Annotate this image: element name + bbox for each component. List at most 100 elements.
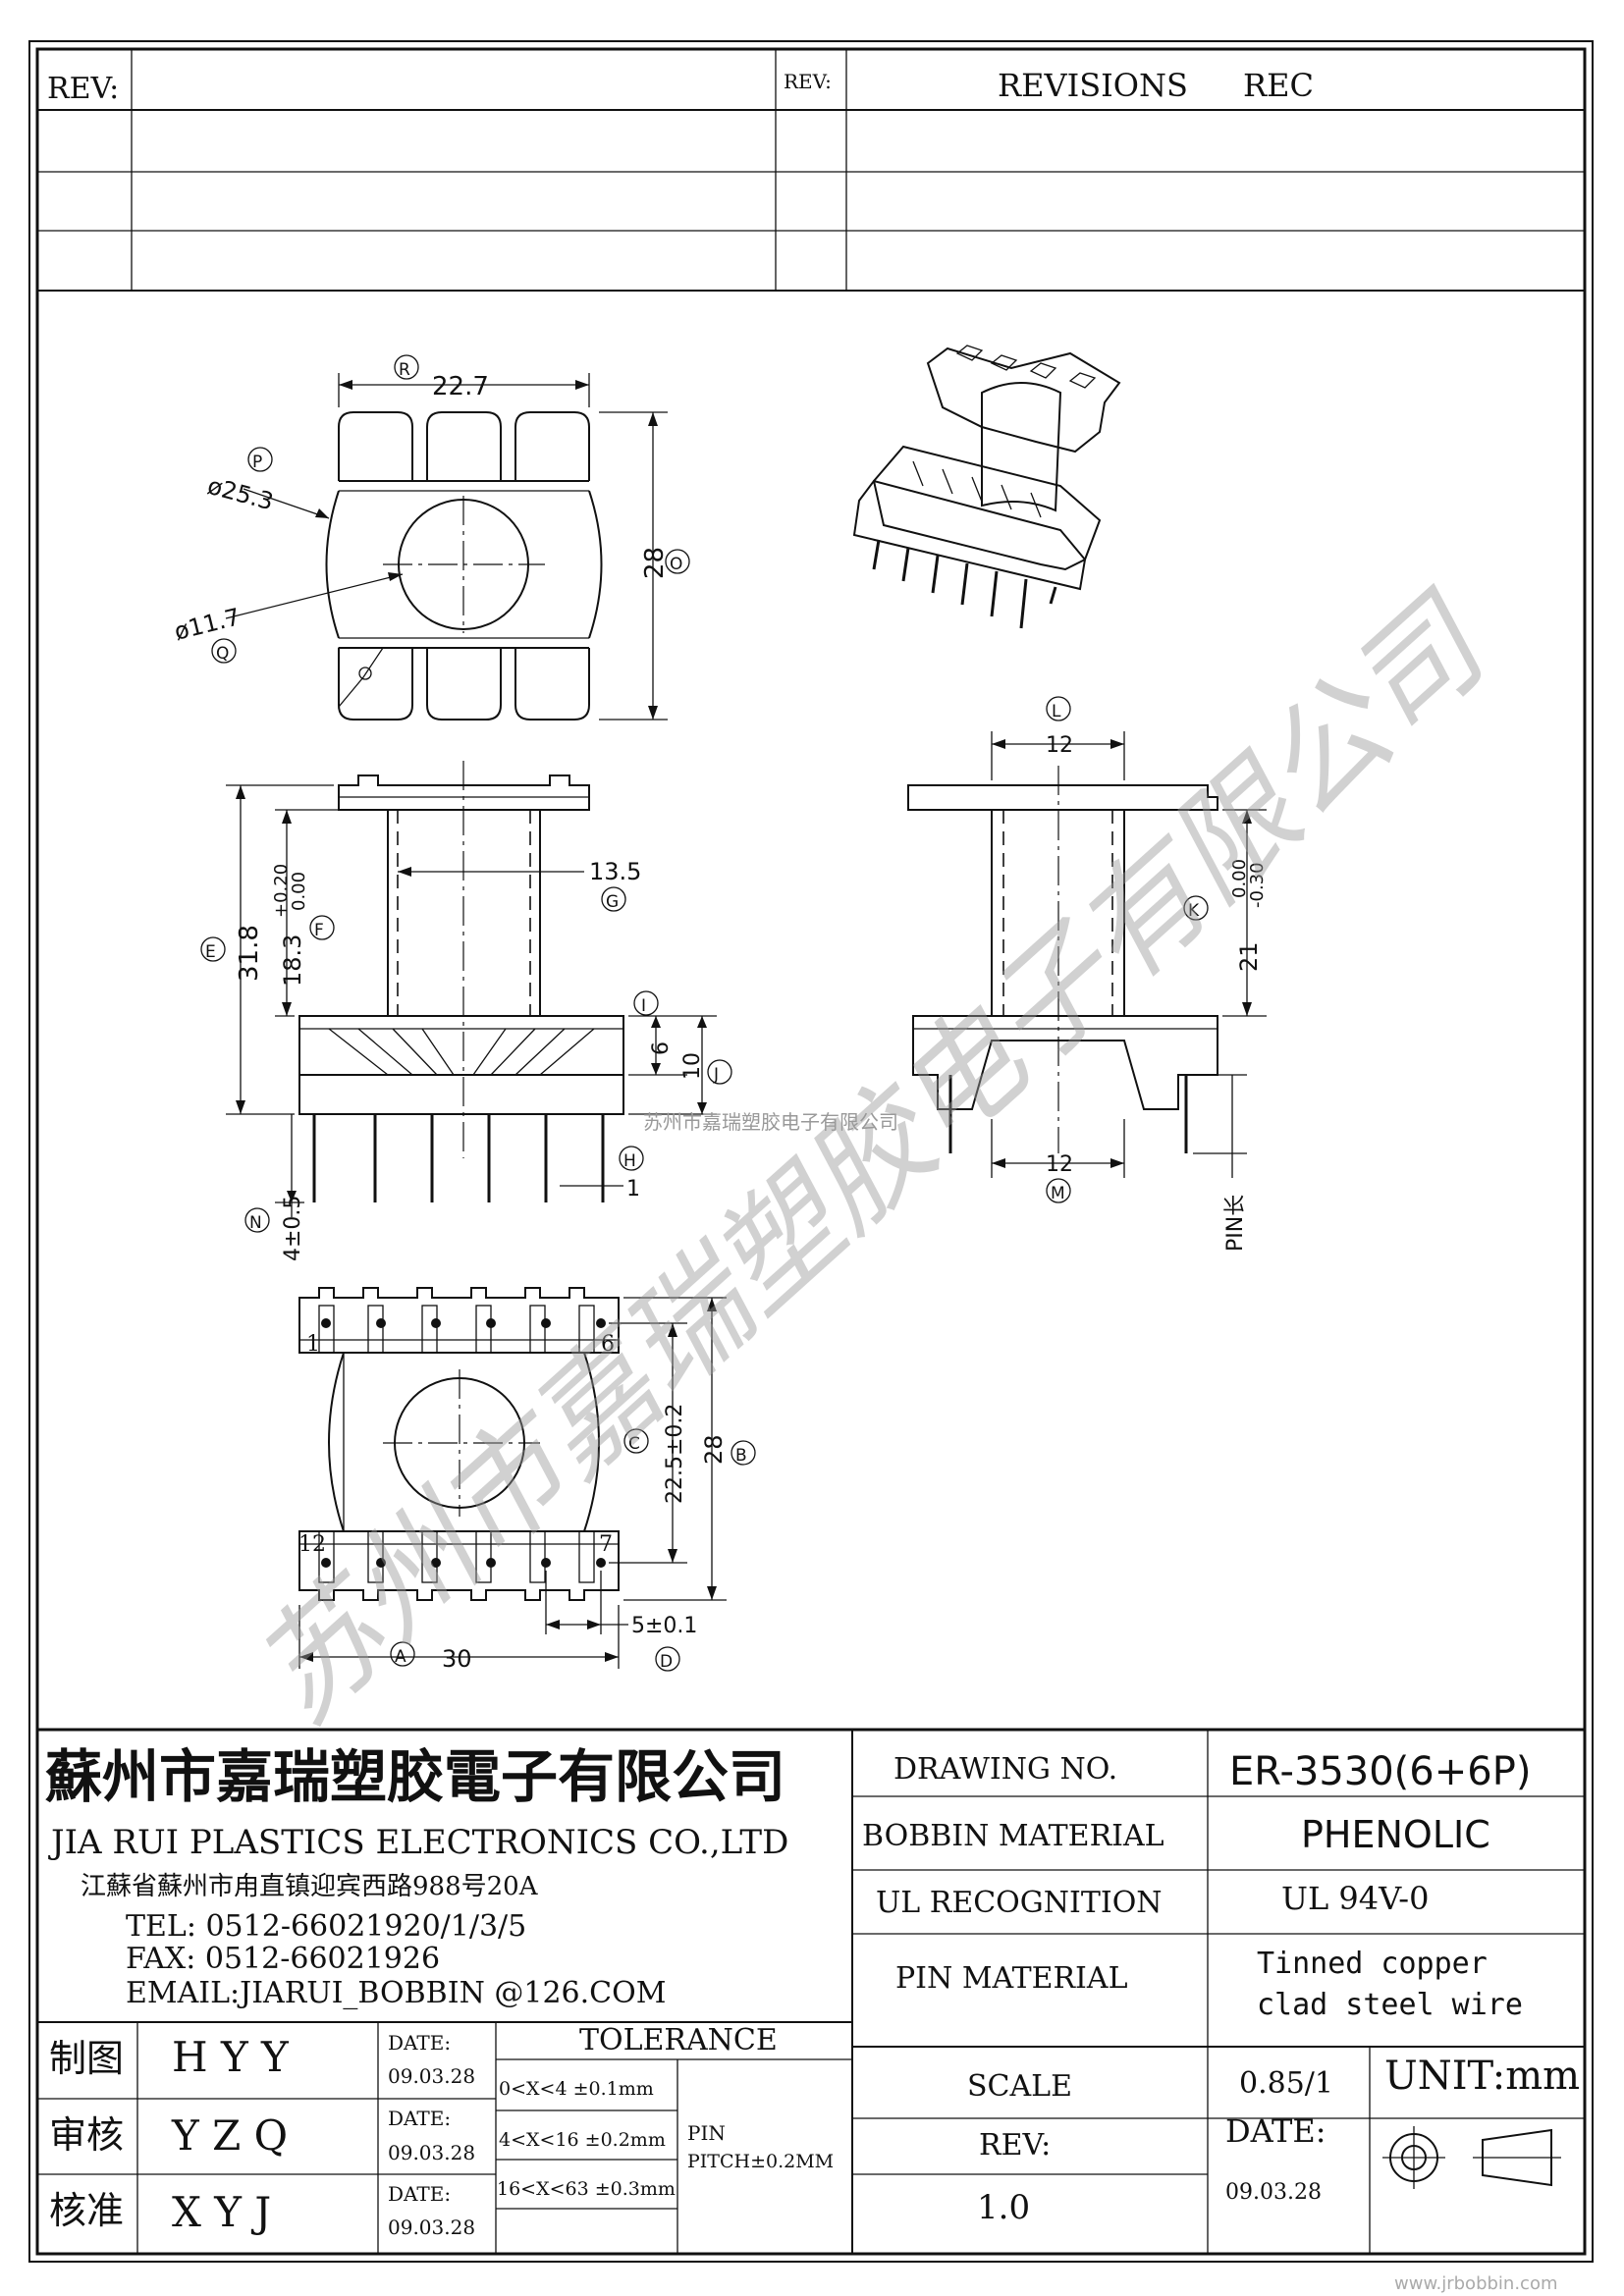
sheet-inner-border <box>35 47 1587 2256</box>
side-dim-height-tol-dn: -0.30 <box>1247 862 1268 908</box>
tolerance-row-2: 4<X<16 ±0.2mm <box>499 2129 666 2151</box>
drawing-no-label: DRAWING NO. <box>893 1752 1117 1787</box>
bottom-dim-height-tag: B <box>735 1446 747 1466</box>
isometric-view <box>852 345 1121 629</box>
front-dim-center: 13.5 <box>589 858 641 885</box>
role-drawn: 制图 <box>49 2037 124 2080</box>
rev-label-left: REV: <box>47 72 119 106</box>
date-label-checked: DATE: <box>388 2107 451 2130</box>
front-dim-window-tol-up: +0.20 <box>271 864 292 918</box>
pin-pitch: PITCH±0.2MM <box>687 2151 834 2172</box>
pin-12-label: 12 <box>298 1532 326 1557</box>
rev-value: 1.0 <box>977 2188 1030 2227</box>
drawing-no-value: ER-3530(6+6P) <box>1229 1749 1531 1794</box>
unit-label: UNIT:mm <box>1384 2054 1580 2099</box>
bottom-dim-height: 28 <box>700 1434 728 1465</box>
top-dim-height-tag: O <box>670 555 682 574</box>
date-checked: 09.03.28 <box>388 2141 475 2164</box>
front-dim-base-10: 10 <box>680 1052 705 1080</box>
pin-7-label: 7 <box>599 1532 613 1557</box>
pin-1-label: 1 <box>306 1332 320 1357</box>
side-dim-bottom: 12 <box>1046 1152 1073 1177</box>
side-dim-height-tol-up: 0.00 <box>1229 859 1250 898</box>
company-en: JIA RUI PLASTICS ELECTRONICS CO.,LTD <box>48 1823 788 1862</box>
front-dim-window-tag: F <box>314 921 324 940</box>
date-drawn: 09.03.28 <box>388 2064 475 2088</box>
bottom-dim-pitch: 5±0.1 <box>631 1614 697 1638</box>
top-dim-height: 28 <box>640 547 670 579</box>
front-dim-base-6: 6 <box>649 1041 674 1055</box>
front-dim-base-6-tag: I <box>641 996 646 1016</box>
top-dim-outer-dia: ø25.3 <box>204 472 276 516</box>
front-dim-pin: 4±0.5 <box>281 1196 305 1261</box>
side-dim-top: 12 <box>1046 733 1073 758</box>
front-dim-window: 18.3 <box>279 934 306 987</box>
revision-block: REV: REV: REVISIONS REC <box>37 49 1585 292</box>
sheet-outer-border <box>28 40 1594 2263</box>
side-dim-height-tag: K <box>1188 901 1200 921</box>
tolerance-row-3: 16<X<63 ±0.3mm <box>497 2178 676 2200</box>
scale-label: SCALE <box>967 2069 1072 2104</box>
top-dim-outer-dia-tag: P <box>252 453 262 472</box>
side-dim-top-tag: L <box>1052 702 1061 721</box>
company-fax: FAX: 0512-66021926 <box>126 1942 440 1976</box>
name-checked: Y Z Q <box>171 2111 288 2160</box>
bottom-dim-pitch-tag: D <box>660 1652 673 1672</box>
side-dim-bottom-tag: M <box>1051 1184 1065 1203</box>
ul-value: UL 94V-0 <box>1281 1880 1429 1917</box>
front-dim-base-10-tag: J <box>713 1065 719 1085</box>
bobbin-material-value: PHENOLIC <box>1301 1813 1490 1856</box>
pin-material-label: PIN MATERIAL <box>895 1961 1128 1996</box>
front-dim-total: 31.8 <box>235 925 264 982</box>
company-cn: 蘇州市嘉瑞塑胶電子有限公司 <box>45 1743 785 1810</box>
center-mark-text: 苏州市嘉瑞塑胶电子有限公司 <box>643 1110 898 1134</box>
company-address: 江蘇省蘇州市甪直镇迎宾西路988号20A <box>81 1872 539 1901</box>
rev-label-right: REV: <box>784 70 832 93</box>
date-label-approved: DATE: <box>388 2182 451 2206</box>
front-dim-total-tag: E <box>205 942 216 962</box>
top-dim-inner-dia: ø11.7 <box>172 603 244 646</box>
date-label: DATE: <box>1225 2112 1326 2150</box>
watermark: 苏州市嘉瑞塑胶电子有限公司 <box>229 569 1518 1749</box>
role-approved: 核准 <box>49 2189 124 2232</box>
front-dim-pin-tag: N <box>249 1213 262 1233</box>
side-dim-height: 21 <box>1235 941 1263 972</box>
front-dim-window-tol-dn: 0.00 <box>289 872 309 911</box>
rec-label: REC <box>1243 67 1314 104</box>
side-pin-len-label: PIN长 <box>1223 1195 1248 1252</box>
bottom-dim-width: 30 <box>442 1645 472 1673</box>
pin-material-line1: Tinned copper <box>1257 1947 1488 1981</box>
front-dim-pin-w-tag: H <box>623 1151 636 1171</box>
bottom-dim-width-tag: A <box>395 1647 406 1667</box>
title-block: 蘇州市嘉瑞塑胶電子有限公司 JIA RUI PLASTICS ELECTRONI… <box>37 1728 1585 2254</box>
side-view: 12 L 12 M 21 0.00 -0.30 K PIN长 <box>907 696 1268 1252</box>
tolerance-label: TOLERANCE <box>579 2023 778 2057</box>
name-approved: X Y J <box>172 2188 271 2236</box>
bottom-dim-row-tag: C <box>628 1434 640 1454</box>
front-view: 31.8 E 18.3 +0.20 0.00 F 13.5 G 6 10 I J <box>200 761 732 1261</box>
projection-symbol-icon <box>1382 2126 1561 2189</box>
revisions-label: REVISIONS <box>998 67 1188 104</box>
front-dim-center-tag: G <box>606 892 619 912</box>
pin-label: PIN <box>687 2121 726 2145</box>
bottom-view: 1 6 12 7 30 A 28 B 22.5±0.2 C 5±0.1 <box>298 1287 756 1673</box>
bottom-dim-row: 22.5±0.2 <box>663 1404 687 1504</box>
website-watermark: www.jrbobbin.com <box>1394 2273 1558 2294</box>
ul-label: UL RECOGNITION <box>876 1886 1163 1920</box>
rev-label: REV: <box>979 2128 1051 2163</box>
bottom-pin-slots <box>318 1305 606 1583</box>
pin-material-line2: clad steel wire <box>1257 1988 1523 2022</box>
date-approved: 09.03.28 <box>388 2216 475 2239</box>
bobbin-material-label: BOBBIN MATERIAL <box>862 1819 1164 1853</box>
front-dim-pin-w: 1 <box>626 1177 640 1201</box>
tolerance-row-1: 0<X<4 ±0.1mm <box>499 2078 654 2100</box>
name-drawn: H Y Y <box>172 2033 290 2081</box>
top-dim-width-tag: R <box>399 360 410 380</box>
company-email: EMAIL:JIARUI_BOBBIN @126.COM <box>126 1976 666 2010</box>
company-tel: TEL: 0512-66021920/1/3/5 <box>126 1909 526 1944</box>
date-label-drawn: DATE: <box>388 2031 451 2055</box>
pin-6-label: 6 <box>601 1332 615 1357</box>
scale-value: 0.85/1 <box>1239 2066 1333 2101</box>
top-dim-inner-dia-tag: Q <box>216 644 229 664</box>
